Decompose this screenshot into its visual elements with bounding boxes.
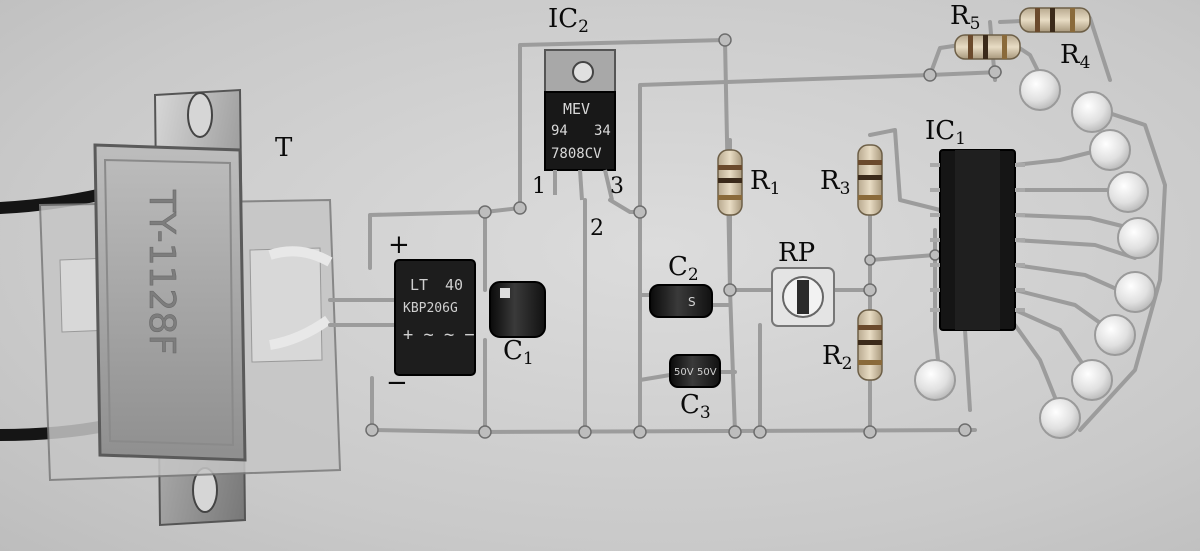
c3-marking-a: 50V (674, 367, 694, 378)
bridge-mark-3: + ~ ~ − (403, 325, 475, 345)
label-c3-sub: 3 (699, 403, 711, 423)
label-r2-sub: 2 (841, 354, 853, 374)
label-r2-main: R (822, 341, 842, 371)
c2-marking: S (688, 295, 696, 309)
label-minus: − (386, 368, 408, 398)
led-8 (1071, 359, 1113, 401)
label-r5: R5 (950, 3, 980, 33)
led-4 (1107, 171, 1149, 213)
label-ic2: IC2 (548, 6, 589, 36)
label-r3-main: R (820, 166, 840, 196)
led-1 (1019, 69, 1061, 111)
label-c2-main: C (668, 252, 688, 282)
label-r4-sub: 4 (1079, 53, 1091, 73)
label-c2: C2 (668, 254, 699, 284)
led-6 (1114, 271, 1156, 313)
reg-mark-2b: 34 (594, 123, 611, 139)
label-c3-main: C (680, 390, 700, 420)
label-plus: + (388, 230, 410, 260)
label-c3: C3 (680, 392, 711, 422)
label-r4: R4 (1060, 42, 1090, 72)
label-c2-sub: 2 (687, 265, 699, 285)
label-c1-main: C (503, 336, 523, 366)
wiring (328, 16, 1167, 434)
resistor-r1 (717, 149, 743, 216)
label-r3: R3 (820, 168, 850, 198)
label-pin-3: 3 (610, 174, 624, 199)
resistor-r4 (954, 34, 1021, 60)
label-ic1-sub: 1 (955, 129, 966, 149)
led-10 (914, 359, 956, 401)
resistor-r2 (857, 309, 883, 381)
label-r4-main: R (1060, 40, 1080, 70)
label-ic2-sub: 2 (578, 17, 589, 37)
label-pin-1: 1 (532, 174, 546, 199)
capacitor-c3: 50V 50V (669, 354, 721, 388)
label-ic2-main: IC (548, 4, 579, 34)
label-c1: C1 (503, 338, 534, 368)
bridge-mark-2: KBP206G (403, 301, 458, 316)
led-array (914, 69, 1159, 439)
reg-mark-1: MEV (563, 100, 590, 118)
reg-mark-2a: 94 (551, 123, 568, 139)
label-t: T (275, 133, 293, 163)
led-9 (1039, 397, 1081, 439)
transformer-marking: TY-1128F (141, 189, 182, 355)
label-r3-sub: 3 (839, 179, 851, 199)
c3-marking-b: 50V (697, 367, 717, 378)
ic1-dip-package (930, 149, 1025, 331)
label-r2: R2 (822, 343, 852, 373)
reg-mark-3: 7808CV (551, 146, 602, 162)
label-r5-sub: 5 (969, 14, 981, 34)
resistor-r3 (857, 144, 883, 216)
voltage-regulator-ic2: MEV 94 34 7808CV (544, 49, 616, 201)
led-5 (1117, 217, 1159, 259)
label-r5-main: R (950, 1, 970, 31)
bridge-mark-1b: 40 (445, 276, 463, 294)
label-ic1: IC1 (925, 118, 966, 148)
resistor-r5 (1019, 7, 1091, 33)
led-3 (1089, 129, 1131, 171)
label-ic1-main: IC (925, 116, 956, 146)
label-rp: RP (778, 238, 816, 268)
label-pin-2: 2 (590, 216, 604, 241)
bridge-mark-1: LT (410, 276, 428, 294)
bridge-rectifier: LT 40 KBP206G + ~ ~ − (394, 259, 476, 376)
solder-joints (365, 33, 1002, 439)
label-r1: R1 (750, 168, 780, 198)
label-r1-sub: 1 (769, 179, 781, 199)
capacitor-c2: S (649, 284, 713, 318)
capacitor-c1 (489, 281, 546, 338)
label-c1-sub: 1 (522, 349, 534, 369)
led-7 (1094, 314, 1136, 356)
led-2 (1071, 91, 1113, 133)
label-r1-main: R (750, 166, 770, 196)
transformer: TY-1128F (38, 88, 342, 527)
trimmer-potentiometer-rp (771, 267, 835, 327)
